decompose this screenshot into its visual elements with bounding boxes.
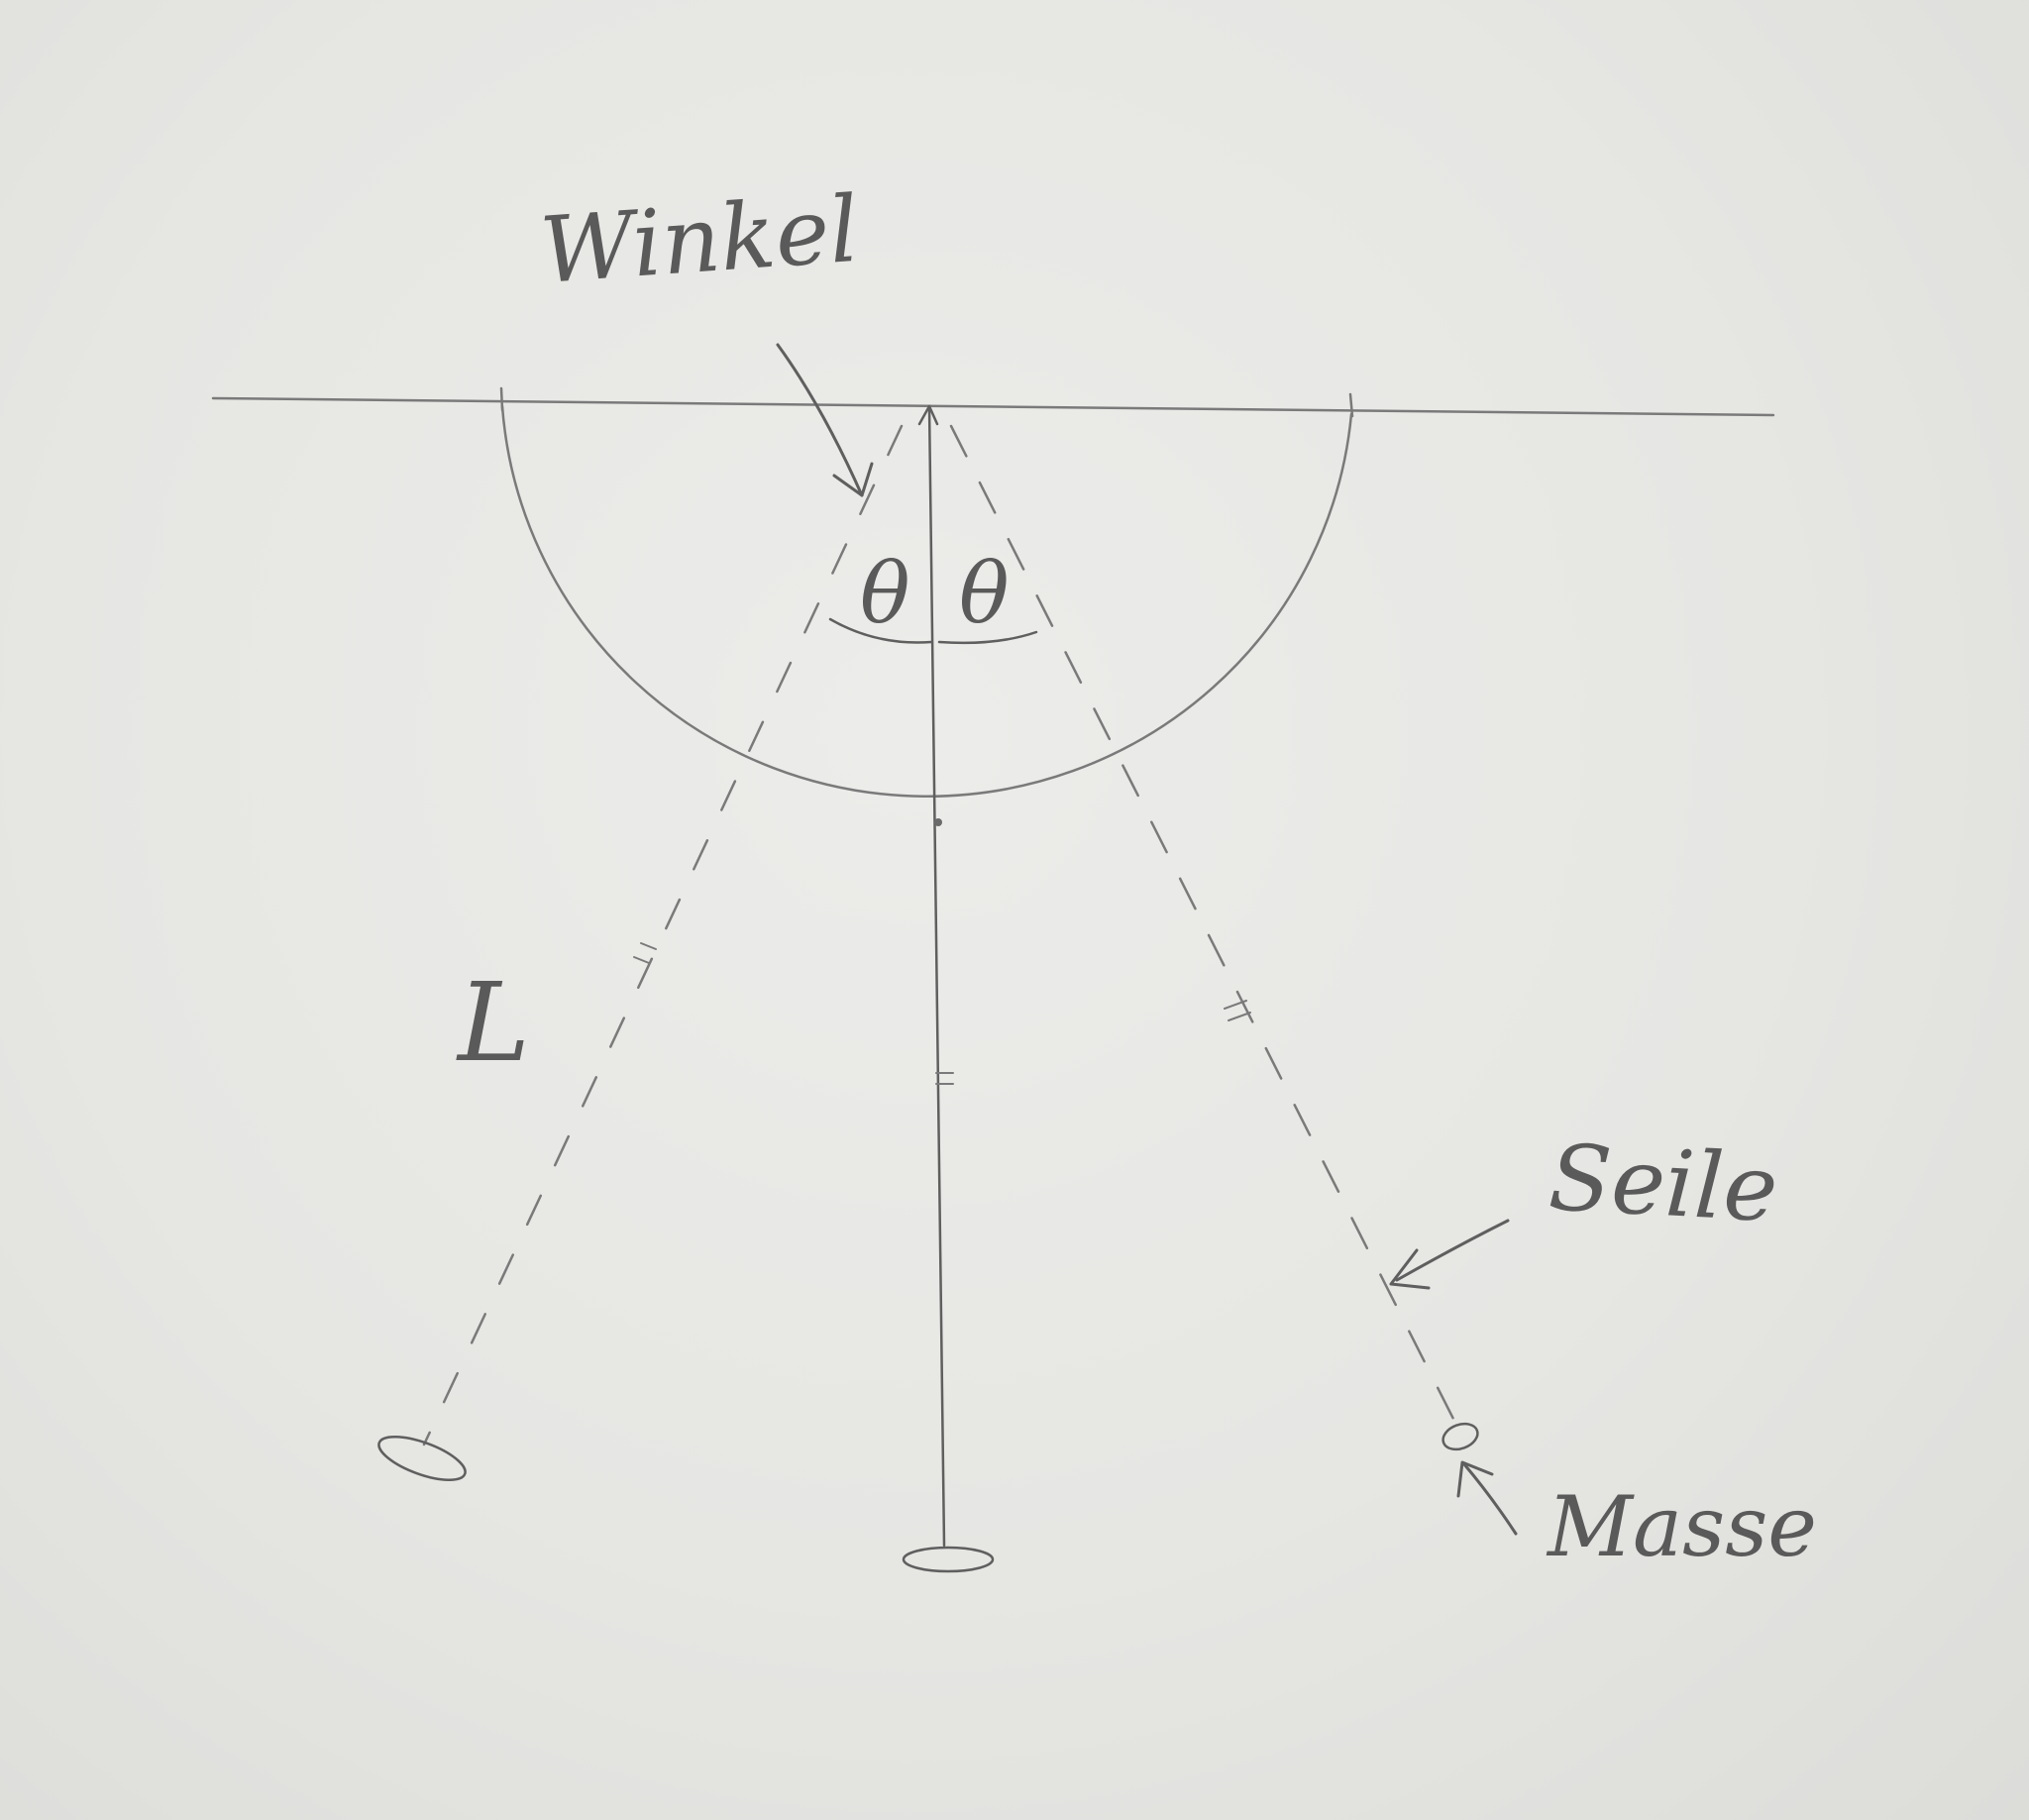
theta-right: θ (959, 545, 1010, 642)
angle-arc-right (937, 630, 1038, 645)
left-string-tick-2 (640, 942, 657, 950)
ceiling-line (211, 396, 1775, 417)
masse-arrow-shaft (1462, 1462, 1518, 1536)
right-string-tick-2 (1228, 1012, 1251, 1021)
mass-right (1442, 1422, 1479, 1451)
label-winkel: Winkel (537, 176, 862, 304)
label-length: L (456, 959, 530, 1086)
right-string-tick-1 (1224, 1000, 1247, 1010)
ceiling-tick-right (1348, 392, 1354, 418)
angle-arc-left (828, 617, 933, 644)
seile-arrow-shaft (1395, 1219, 1510, 1282)
mass-left (377, 1435, 467, 1482)
left-string-tick-1 (633, 956, 650, 964)
masse-arrowhead (1456, 1460, 1494, 1498)
vertical-arrowhead (917, 404, 939, 426)
winkel-arrow-shaft (776, 343, 864, 497)
seile-arrowhead (1389, 1248, 1431, 1290)
semicircle-arc (500, 404, 1353, 798)
intersection-dot (934, 818, 942, 826)
label-masse: Masse (1546, 1478, 1817, 1575)
vertical-string (927, 404, 946, 1548)
mass-center (902, 1546, 995, 1573)
left-string (422, 424, 904, 1446)
label-seile: Seile (1547, 1124, 1780, 1242)
right-string (949, 424, 1458, 1427)
winkel-arrowhead (832, 462, 874, 497)
theta-left: θ (860, 545, 910, 642)
